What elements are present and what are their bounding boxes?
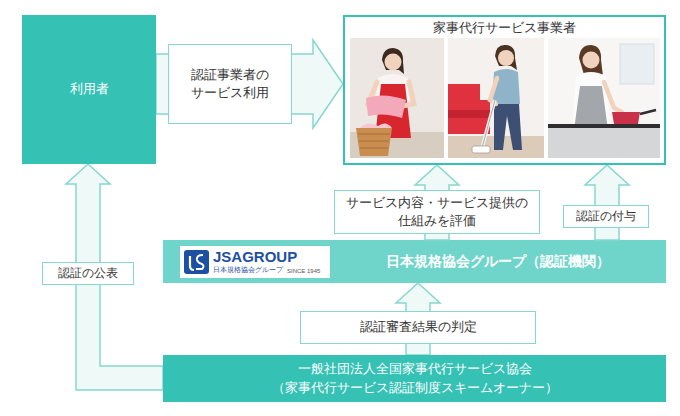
block-arrow [585,165,629,240]
arrow-label-box: 認証審査結果の判定 [300,311,536,344]
arrow-label: 認証事業者の サービス利用 [180,66,280,101]
node-text: 一般社団法人全国家事代行サービス協会 （家事代行サービス認証制度スキームオーナー… [255,360,575,396]
logo-text: SINCE 1945 [287,268,320,274]
node-text: 家事代行サービス事業者 [433,19,576,37]
arrow-label-box: 認証の付与 [563,205,649,228]
arrow-label-box: 認証事業者の サービス利用 [168,44,292,124]
provider-box: 家事代行サービス事業者 [343,15,666,165]
logo-wordmark: JSAGROUP [213,249,297,264]
arrow-label: 認証審査結果の判定 [360,318,477,336]
provider-fill [343,15,666,165]
logo-plate [180,246,330,278]
user-box: 利用者 [22,15,156,164]
node-text: 利用者 [70,80,109,98]
band-fill [163,240,666,283]
arrow-label: サービス内容・サービス提供の 仕組みを評価 [341,194,533,229]
arrow-label-box: サービス内容・サービス提供の 仕組みを評価 [334,190,540,234]
arrow-label: 認証の付与 [576,208,636,224]
block-arrow [156,40,343,128]
photo-kitchen [548,38,660,158]
arrow-label: 認証の公表 [58,265,118,281]
logo-text: 日本規格協会グループ [213,267,283,274]
photo-laundry [350,38,444,158]
node-text: 日本規格協会グループ（認証機関） [386,252,610,272]
logo-mark [184,250,209,274]
scheme-owner-band: 一般社団法人全国家事代行サービス協会 （家事代行サービス認証制度スキームオーナー… [163,355,666,402]
arrow-label-box: 認証の公表 [42,262,134,285]
photo-vacuum [448,38,544,158]
